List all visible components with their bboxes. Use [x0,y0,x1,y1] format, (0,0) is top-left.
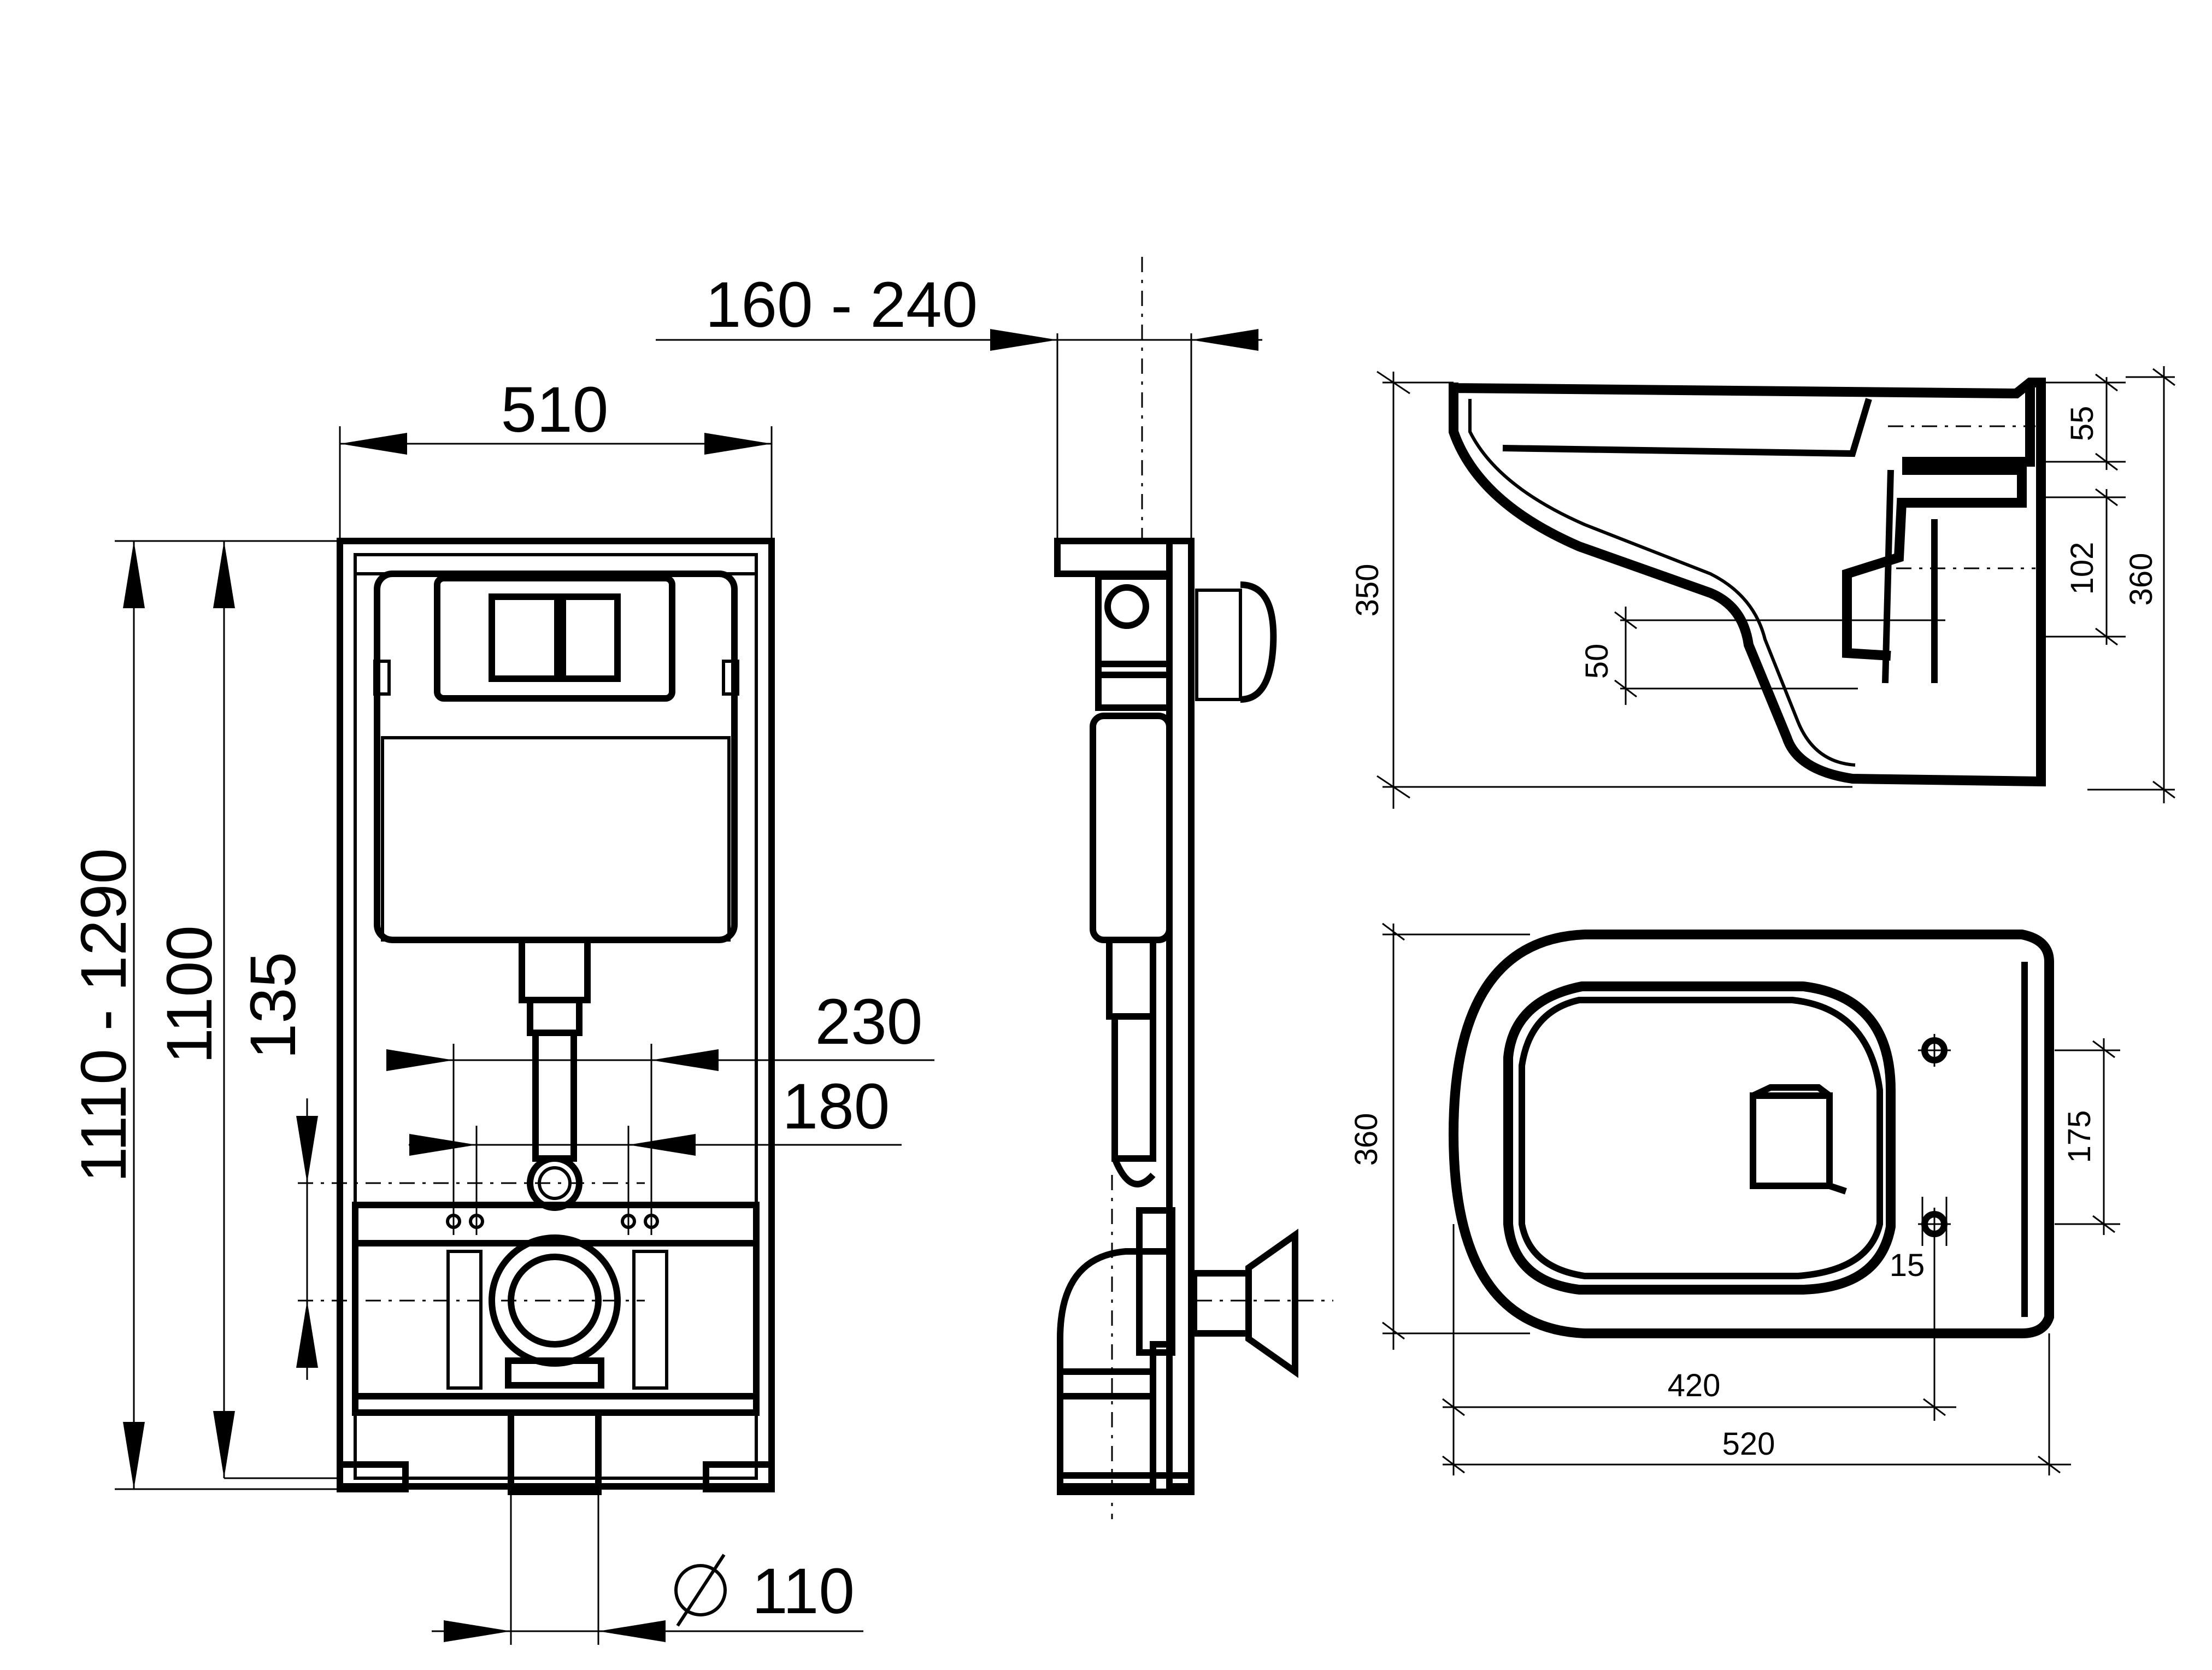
bowl-seat-outline [1503,981,1896,1295]
diameter-icon [674,1564,727,1616]
foot-right [703,1461,775,1492]
dim-bowl-height: 350 [1350,564,1385,617]
flush-button-left [489,593,561,682]
dim-bowl-width: 360 [1349,1113,1384,1166]
drain-pipe [508,1409,602,1495]
bowl-side-dimensions: 350 50 55 102 360 [1350,366,2175,809]
side-top-block [1054,538,1173,577]
flush-plate-frame [434,575,675,702]
flush-pipe [519,937,591,1003]
dim-frame-height: 1100 [154,925,226,1064]
frame-dimensions: 510 1110 - 1290 1100 135 230 180 [68,374,934,1645]
dim-bolt-outer: 230 [815,986,923,1058]
dim-bowl-fix-spacing: 175 [2062,1110,2097,1163]
dim-height-range: 1110 - 1290 [68,848,140,1183]
dim-bowl-length: 520 [1722,1426,1775,1462]
flush-button-right [560,593,621,682]
frame-front-view [298,538,775,1495]
dim-drain-diameter: 110 [752,1555,855,1627]
dim-bolt-inner: 180 [783,1071,890,1143]
side-cistern [1090,713,1173,943]
bowl-side-view [1449,378,2046,787]
frame-side-view [1054,257,1333,1519]
bowl-top-view [1448,930,2054,1338]
dim-bowl-seat-offset: 50 [1579,644,1615,679]
bowl-side-outline [1449,378,2046,787]
dim-bowl-inner-length: 420 [1668,1368,1721,1403]
wall-depth-dimension: 160 - 240 [656,269,1262,541]
bowl-top-dimensions: 360 175 15 420 520 [1349,922,2120,1475]
dim-bowl-wall-height: 360 [2123,553,2159,606]
frame-outline [337,538,775,1490]
side-drain-bend [1057,1248,1169,1490]
dim-drain-height: 135 [237,952,309,1060]
dim-bowl-inlet: 55 [2064,406,2100,442]
side-frame-post [1166,538,1195,1490]
side-flush-connector [1240,581,1277,703]
dim-bowl-fix-hole: 15 [1890,1248,1925,1283]
foot-left [337,1461,409,1492]
dim-frame-width: 510 [501,374,609,446]
side-drain-pipe [1191,1270,1252,1337]
seat-hinge [1750,1092,1833,1189]
dim-bowl-outlet-height: 102 [2064,542,2100,595]
dim-wall-depth: 160 - 240 [705,269,978,341]
